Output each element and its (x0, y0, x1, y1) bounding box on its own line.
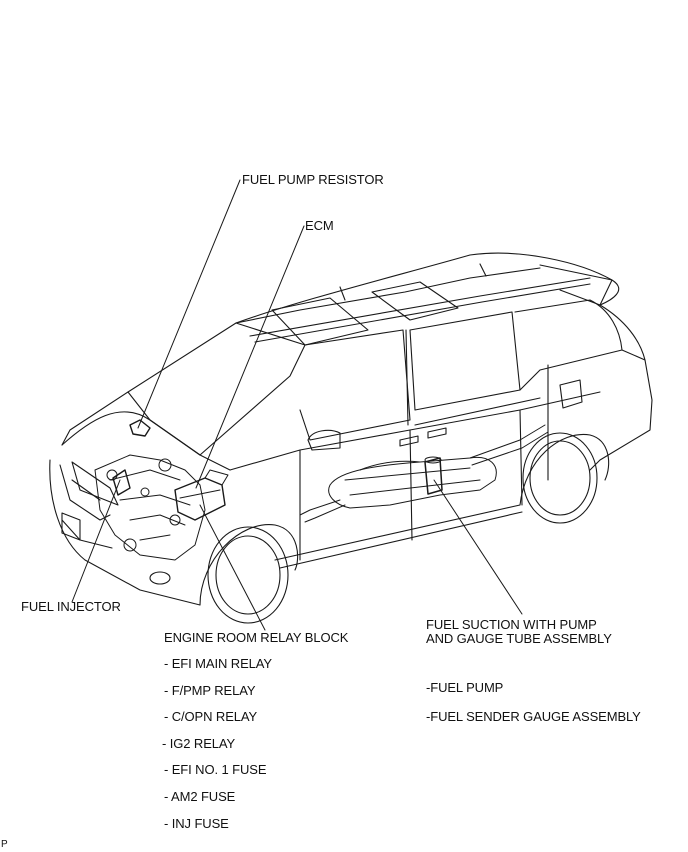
label-engine-room-relay-block: ENGINE ROOM RELAY BLOCK (164, 630, 349, 645)
label-efi-main-relay: - EFI MAIN RELAY (164, 656, 272, 671)
label-f-pmp-relay: - F/PMP RELAY (164, 683, 256, 698)
label-ecm: ECM (305, 218, 334, 233)
engine-compartment (94, 419, 229, 561)
leader-lines (71, 179, 523, 631)
fuel-tank (299, 424, 549, 523)
label-fuel-pump-resistor: FUEL PUMP RESISTOR (242, 172, 384, 187)
label-c-opn-relay: - C/OPN RELAY (164, 709, 258, 724)
label-am2-fuse: - AM2 FUSE (164, 789, 236, 804)
label-fuel-pump: -FUEL PUMP (426, 680, 504, 695)
label-inj-fuse: - INJ FUSE (164, 816, 229, 831)
vehicle-body (49, 252, 653, 606)
label-fuel-suction-line2: AND GAUGE TUBE ASSEMBLY (426, 631, 612, 646)
label-ig2-relay: - IG2 RELAY (162, 736, 236, 751)
front-wheel (199, 524, 299, 624)
label-fuel-suction-line1: FUEL SUCTION WITH PUMP (426, 617, 597, 632)
label-fuel-injector: FUEL INJECTOR (21, 599, 121, 614)
rear-wheel (519, 432, 610, 524)
label-efi-no1-fuse: - EFI NO. 1 FUSE (164, 762, 267, 777)
label-fuel-sender-gauge: -FUEL SENDER GAUGE ASSEMBLY (426, 709, 641, 724)
corner-mark: P (1, 839, 8, 850)
